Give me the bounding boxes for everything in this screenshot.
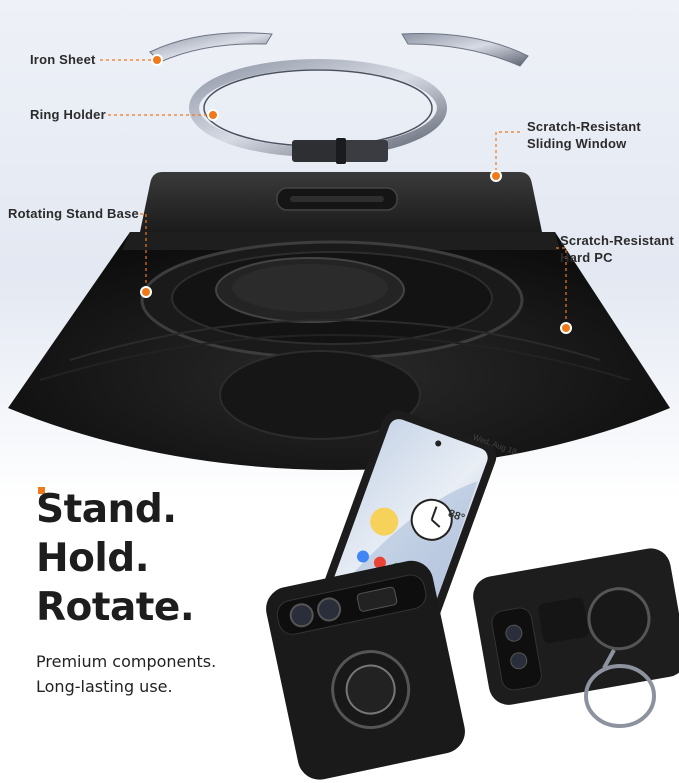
tagline-line2: Long-lasting use.: [36, 677, 173, 696]
accent-mark: [38, 487, 45, 494]
label-sliding-window: Scratch-Resistant Sliding Window: [527, 118, 641, 152]
dot-ring-holder: [207, 109, 219, 121]
tagline-line1: Premium components.: [36, 652, 217, 671]
iron-sheet-left-arc: [149, 32, 273, 63]
label-sliding-window-line1: Scratch-Resistant: [527, 119, 641, 134]
iron-sheet-right-arc: [401, 33, 529, 67]
dot-rotating-base: [140, 286, 152, 298]
headline-rotate: Rotate.: [36, 585, 195, 630]
dot-iron-sheet: [151, 54, 163, 66]
label-ring-holder: Ring Holder: [30, 107, 106, 122]
label-sliding-window-line2: Sliding Window: [527, 136, 627, 151]
dot-hard-pc: [560, 322, 572, 334]
label-hard-pc-line2: Hard PC: [560, 250, 613, 265]
phone-ring-extended: [473, 548, 679, 705]
label-hard-pc: Scratch-Resistant Hard PC: [560, 232, 674, 266]
headline-stand: Stand.: [36, 487, 177, 532]
headline-hold: Hold.: [36, 536, 150, 581]
label-rotating-stand-base: Rotating Stand Base: [8, 206, 139, 221]
phone-back-view: [266, 560, 465, 780]
label-hard-pc-line1: Scratch-Resistant: [560, 233, 674, 248]
dot-sliding-window: [490, 170, 502, 182]
label-iron-sheet: Iron Sheet: [30, 52, 96, 67]
